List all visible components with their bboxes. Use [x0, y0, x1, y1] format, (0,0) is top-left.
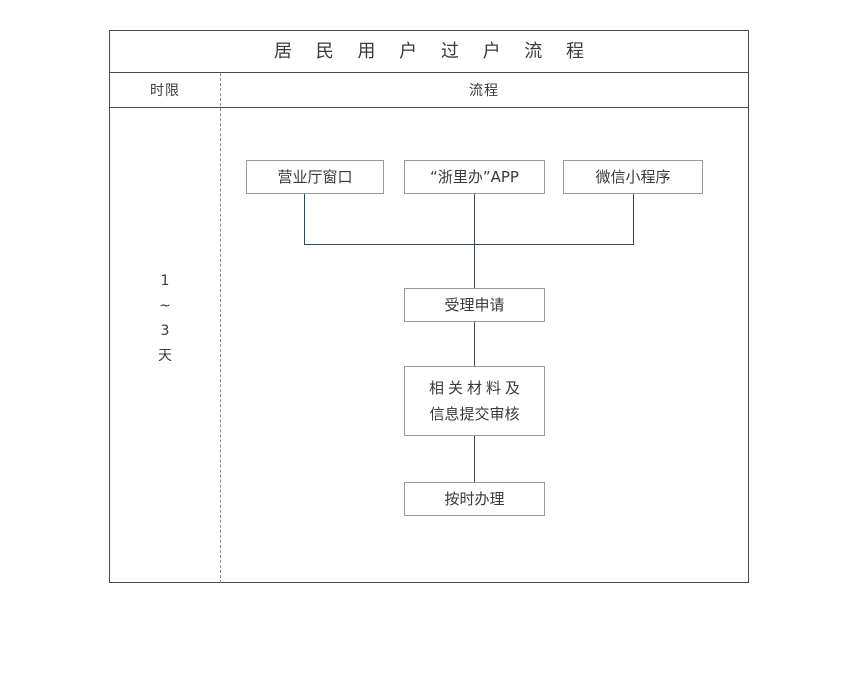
connector-accept-to-materials	[474, 322, 475, 366]
flow-node-hall-label: 营业厅窗口	[277, 168, 353, 186]
time-limit-line-2: ~	[159, 298, 171, 314]
flow-node-app-label: “浙里办”APP	[430, 168, 519, 186]
connector-join-bar	[304, 244, 634, 245]
connector-miniapp-stem	[633, 194, 634, 245]
time-limit-line-3: 3	[160, 323, 170, 339]
connector-hall-stem	[304, 194, 305, 245]
flow-node-materials-label-line-1: 相关材料及	[428, 379, 524, 397]
flow-node-ontime[interactable]: 按时办理	[404, 482, 545, 516]
flow-node-hall[interactable]: 营业厅窗口	[246, 160, 384, 194]
flowchart-table: 居 民 用 户 过 户 流 程 时限 流程 1 ~ 3 天 营业厅窗口 “浙里办…	[109, 30, 749, 583]
time-limit-line-1: 1	[160, 273, 170, 289]
flow-node-ontime-label: 按时办理	[444, 490, 505, 508]
table-header-row: 时限 流程	[110, 73, 748, 108]
flow-node-materials[interactable]: 相关材料及 信息提交审核	[404, 366, 545, 436]
flow-node-miniapp-label: 微信小程序	[595, 168, 671, 186]
table-title-row: 居 民 用 户 过 户 流 程	[110, 31, 748, 73]
flow-node-materials-label-line-2: 信息提交审核	[429, 405, 520, 423]
flow-node-accept[interactable]: 受理申请	[404, 288, 545, 322]
flow-node-app[interactable]: “浙里办”APP	[404, 160, 545, 194]
column-header-process: 流程	[469, 83, 499, 99]
flow-node-miniapp[interactable]: 微信小程序	[563, 160, 703, 194]
column-divider	[220, 73, 221, 583]
connector-materials-to-ontime	[474, 436, 475, 482]
connector-app-to-accept	[474, 194, 475, 288]
column-header-time-limit: 时限	[150, 83, 180, 99]
page-title: 居 民 用 户 过 户 流 程	[273, 40, 594, 62]
flow-node-accept-label: 受理申请	[444, 296, 505, 314]
time-limit-line-4: 天	[158, 348, 172, 364]
time-limit-value: 1 ~ 3 天	[110, 269, 220, 369]
